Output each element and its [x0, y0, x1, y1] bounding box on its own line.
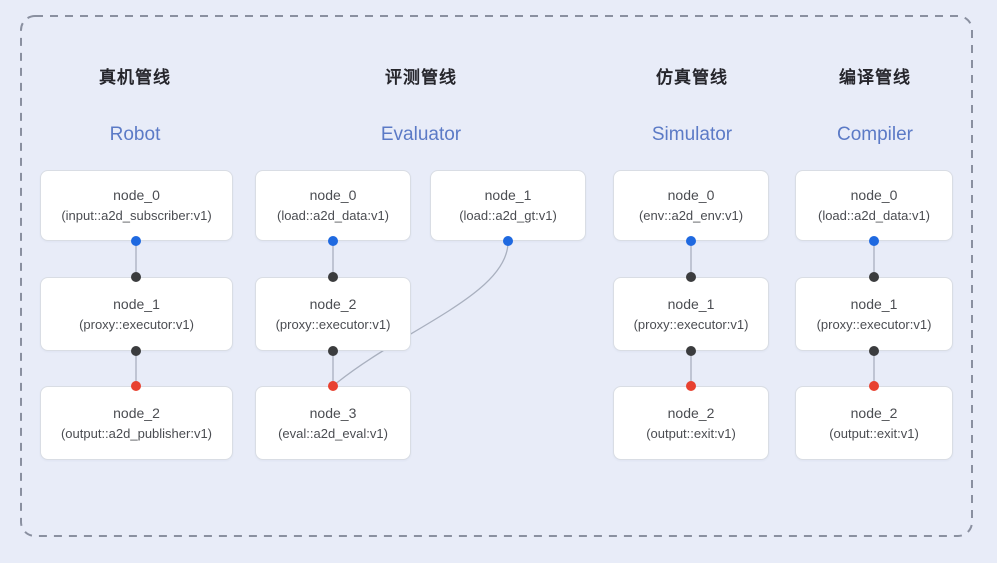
node-name: node_0 [309, 187, 357, 203]
node-card-simulator-node2[interactable]: node_2 (output::exit:v1) [613, 386, 769, 460]
edge-evaluator-n1-n3 [332, 241, 509, 387]
node-card-robot-node1[interactable]: node_1 (proxy::executor:v1) [40, 277, 233, 351]
node-name: node_1 [113, 295, 160, 312]
node-name: node_1 [667, 295, 715, 312]
node-impl: (proxy::executor:v1) [633, 316, 749, 332]
pipeline-title-zh-simulator: 仿真管线 [656, 68, 728, 87]
pipeline-title-zh-compiler: 编译管线 [839, 68, 911, 87]
node-name: node_2 [850, 404, 898, 421]
node-card-simulator-node0[interactable]: node_0 (env::a2d_env:v1) [613, 170, 769, 241]
pipeline-title-zh-evaluator: 评测管线 [385, 68, 457, 87]
node-card-evaluator-node3[interactable]: node_3 (eval::a2d_eval:v1) [255, 386, 411, 460]
node-impl: (eval::a2d_eval:v1) [278, 425, 388, 441]
node-name: node_0 [667, 187, 715, 203]
node-card-robot-node0[interactable]: node_0 (input::a2d_subscriber:v1) [40, 170, 233, 241]
node-impl: (load::a2d_data:v1) [276, 208, 390, 223]
node-impl: (proxy::executor:v1) [275, 316, 391, 332]
dashed-container-border [20, 15, 973, 537]
node-impl: (output::exit:v1) [829, 425, 919, 441]
node-name: node_2 [113, 404, 160, 421]
pipeline-title-en-evaluator: Evaluator [380, 124, 462, 145]
pipeline-title-en-simulator: Simulator [651, 124, 733, 145]
node-impl: (output::exit:v1) [646, 425, 736, 441]
pipeline-title-en-compiler: Compiler [836, 124, 914, 145]
node-card-evaluator-node1[interactable]: node_1 (load::a2d_gt:v1) [430, 170, 586, 241]
node-name: node_2 [667, 404, 715, 421]
node-card-compiler-node2[interactable]: node_2 (output::exit:v1) [795, 386, 953, 460]
node-impl: (output::a2d_publisher:v1) [60, 425, 213, 441]
node-impl: (load::a2d_gt:v1) [459, 208, 557, 223]
node-card-evaluator-node2[interactable]: node_2 (proxy::executor:v1) [255, 277, 411, 351]
node-card-compiler-node1[interactable]: node_1 (proxy::executor:v1) [795, 277, 953, 351]
node-card-compiler-node0[interactable]: node_0 (load::a2d_data:v1) [795, 170, 953, 241]
node-impl: (load::a2d_data:v1) [817, 208, 931, 223]
pipeline-title-en-robot: Robot [109, 124, 161, 145]
node-name: node_0 [850, 187, 898, 203]
node-name: node_1 [850, 295, 898, 312]
node-impl: (proxy::executor:v1) [816, 316, 932, 332]
node-impl: (env::a2d_env:v1) [638, 208, 744, 223]
node-impl: (proxy::executor:v1) [79, 316, 194, 332]
node-name: node_0 [113, 187, 160, 203]
node-name: node_3 [309, 404, 357, 421]
node-card-simulator-node1[interactable]: node_1 (proxy::executor:v1) [613, 277, 769, 351]
node-name: node_1 [484, 187, 532, 203]
node-impl: (input::a2d_subscriber:v1) [61, 208, 212, 223]
node-name: node_2 [309, 295, 357, 312]
node-card-robot-node2[interactable]: node_2 (output::a2d_publisher:v1) [40, 386, 233, 460]
pipeline-title-zh-robot: 真机管线 [99, 68, 171, 87]
node-card-evaluator-node0[interactable]: node_0 (load::a2d_data:v1) [255, 170, 411, 241]
